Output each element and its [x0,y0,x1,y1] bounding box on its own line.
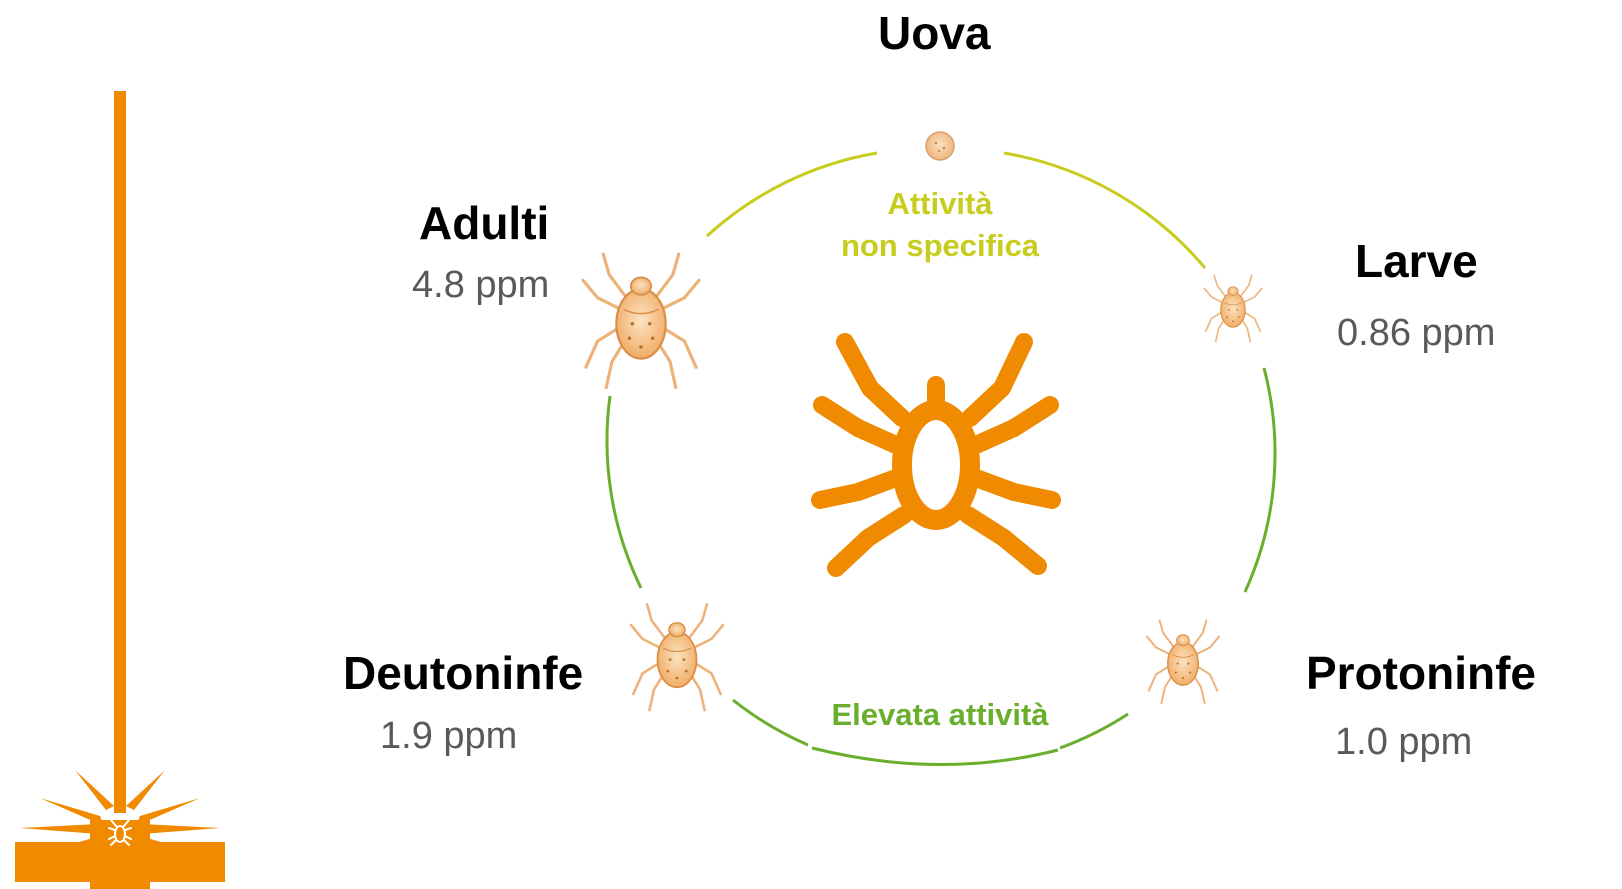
deutonymph-mite-icon [631,604,723,710]
arc-label-top: Attività non specifica [800,183,1080,267]
arc-left [607,396,641,588]
stage-title-deutoninfe: Deutoninfe [343,650,583,696]
larva-mite-icon [1204,275,1262,341]
stage-title-larve: Larve [1355,238,1478,284]
stage-title-uova: Uova [878,10,990,56]
adult-mite-icon [583,254,699,387]
vertical-bar [114,91,126,813]
mite-burst-icon [15,768,225,889]
stage-value-adulti: 4.8 ppm [412,266,549,304]
stage-value-deutoninfe: 1.9 ppm [380,717,517,755]
arc-label-top-line2: non specifica [800,225,1080,267]
egg-icon [926,132,954,160]
protonymph-mite-icon [1147,620,1219,703]
stage-title-adulti: Adulti [419,200,549,246]
arc-right [1245,368,1275,592]
stage-value-protoninfe: 1.0 ppm [1335,723,1472,761]
stage-value-larve: 0.86 ppm [1337,314,1495,352]
arc-label-top-line1: Attività [800,183,1080,225]
stage-title-protoninfe: Protoninfe [1306,650,1536,696]
mite-icon [820,342,1052,568]
arc-label-bottom: Elevata attività [780,694,1100,736]
